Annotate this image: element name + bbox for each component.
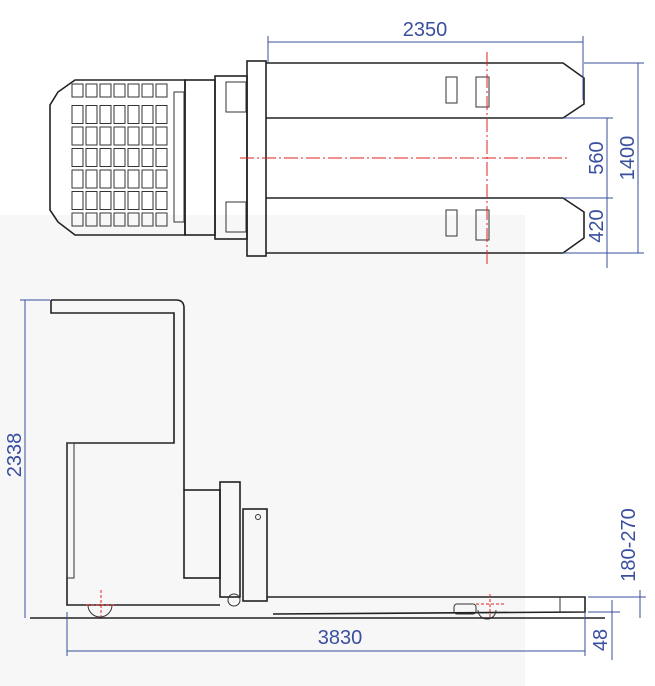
battery-cell	[113, 105, 126, 124]
battery-cell	[141, 148, 154, 167]
battery-cell	[141, 126, 154, 146]
load-roller-top-a	[445, 76, 458, 104]
operator-panel	[66, 442, 75, 579]
battery-cell	[155, 83, 168, 98]
battery-cell	[71, 169, 84, 189]
lift-carriage	[242, 508, 268, 602]
battery-cell	[127, 191, 140, 210]
load-wheel	[477, 609, 497, 620]
battery-cell	[85, 169, 98, 189]
dimension-1400: 1400	[563, 62, 644, 254]
battery-cell	[71, 212, 84, 227]
dimension-label: 48	[590, 629, 612, 651]
battery-cell	[113, 169, 126, 189]
battery-cell	[127, 105, 140, 124]
load-roller-bottom-b	[475, 209, 490, 241]
battery-cell	[85, 83, 98, 98]
dimension-3830: 3830	[66, 612, 586, 656]
dimension-label: 1400	[617, 136, 639, 181]
battery-cell	[85, 148, 98, 167]
battery-grid	[49, 79, 186, 236]
battery-cell	[113, 191, 126, 210]
background-panel	[0, 215, 525, 686]
battery-cell	[71, 105, 84, 124]
battery-cell	[141, 105, 154, 124]
wheel-centers	[86, 590, 504, 618]
dimension-2338: 2338	[4, 299, 50, 618]
mast-top	[51, 299, 185, 490]
drive-wheel	[87, 604, 113, 618]
dimension-label: 560	[586, 141, 608, 174]
fork-side	[267, 596, 586, 615]
fork-top	[266, 62, 585, 119]
dimension-560: 560	[563, 117, 613, 199]
battery-cell	[155, 212, 168, 227]
battery-cell	[141, 212, 154, 227]
load-roller-bogie	[453, 603, 477, 615]
load-roller-bottom-a	[445, 209, 458, 237]
drive-unit	[184, 79, 216, 236]
battery-cell	[141, 191, 154, 210]
battery-cell	[99, 105, 112, 124]
drive-unit-panel	[173, 91, 185, 223]
dimension-label: 180-270	[618, 508, 640, 581]
dimension-label: 3830	[318, 627, 363, 649]
battery-cell	[127, 169, 140, 189]
battery-box	[183, 489, 221, 579]
battery-cell	[113, 83, 126, 98]
battery-cell	[155, 191, 168, 210]
battery-cell	[85, 126, 98, 146]
dimension-2350: 2350	[267, 19, 584, 100]
dimension-420: 420	[586, 198, 608, 268]
battery-cell	[99, 212, 112, 227]
dimension-label: 420	[586, 209, 608, 242]
battery-cell	[99, 126, 112, 146]
battery-cell	[127, 126, 140, 146]
battery-cell	[85, 105, 98, 124]
dimension-180-270: 180-270	[588, 508, 646, 618]
battery-cell	[127, 83, 140, 98]
battery-cell	[113, 126, 126, 146]
caster-bottom	[225, 201, 247, 233]
battery-cell	[141, 83, 154, 98]
battery-cell	[71, 191, 84, 210]
battery-cell	[155, 148, 168, 167]
body-outline	[50, 300, 220, 606]
battery-cell	[155, 126, 168, 146]
mast-plate	[219, 481, 241, 598]
link-pivot	[227, 593, 241, 607]
battery-cell	[99, 83, 112, 98]
dimension-label: 2350	[403, 19, 448, 41]
battery-cell	[113, 212, 126, 227]
side-view: 2338 3830 180-270 48	[4, 299, 646, 660]
carriage-hole	[255, 514, 261, 520]
battery-cell	[71, 148, 84, 167]
battery-cell	[141, 169, 154, 189]
battery-cell	[85, 212, 98, 227]
battery-cell	[99, 169, 112, 189]
fork-bottom	[266, 197, 585, 254]
battery-cell	[99, 191, 112, 210]
battery-cell	[113, 148, 126, 167]
caster-top	[225, 81, 247, 113]
top-view: 2350 1400 560 420	[49, 19, 644, 268]
battery-cell	[85, 191, 98, 210]
dimension-label: 2338	[4, 433, 26, 478]
battery-cell	[127, 148, 140, 167]
battery-cell	[71, 126, 84, 146]
battery-cell	[127, 212, 140, 227]
load-roller-top-b	[475, 76, 490, 108]
battery-cell	[71, 83, 84, 98]
battery-cell	[155, 169, 168, 189]
battery-cell	[99, 148, 112, 167]
battery-cell	[155, 105, 168, 124]
dimension-48: 48	[588, 600, 620, 660]
